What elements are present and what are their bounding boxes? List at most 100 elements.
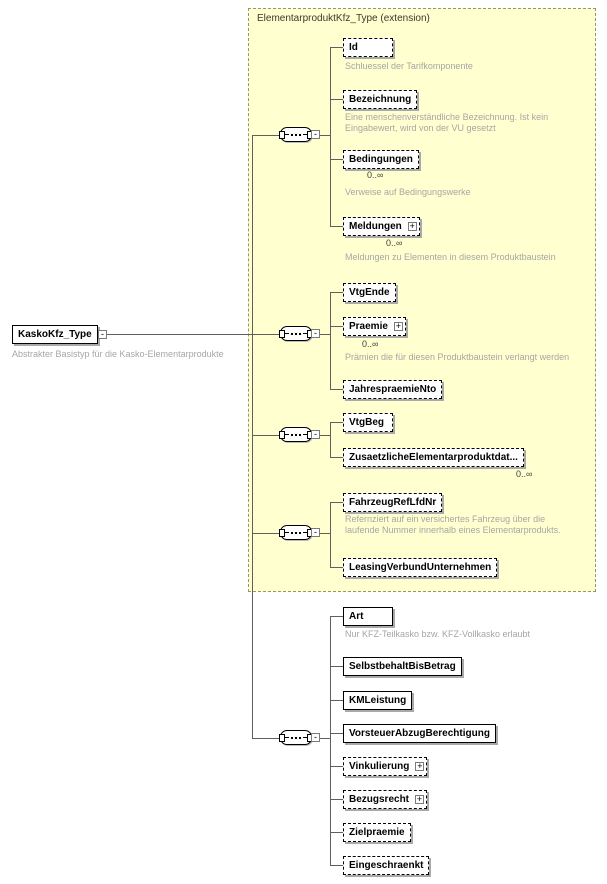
element-description: Verweise auf Bedingungswerke xyxy=(345,187,471,197)
element-zielpraemie[interactable]: Zielpraemie xyxy=(343,823,411,842)
element-id[interactable]: Id xyxy=(343,38,393,57)
expand-icon[interactable]: + xyxy=(393,321,403,331)
connector-line xyxy=(320,135,330,136)
collapse-icon[interactable]: - xyxy=(311,329,320,338)
element-bezeichnung[interactable]: Bezeichnung xyxy=(343,90,418,109)
extension-title: ElementarproduktKfz_Type (extension) xyxy=(257,13,430,24)
connector-line xyxy=(330,700,343,701)
connector-line xyxy=(330,567,343,568)
element-label: LeasingVerbundUnternehmen xyxy=(349,562,492,573)
collapse-icon[interactable]: - xyxy=(311,130,320,139)
element-label: VtgBeg xyxy=(349,417,384,428)
element-jahrespraemiento[interactable]: JahrespraemieNto xyxy=(343,380,443,399)
connector-line xyxy=(330,766,343,767)
connector-line xyxy=(252,738,280,739)
element-description: Meldungen zu Elementen in diesem Produkt… xyxy=(345,252,556,262)
connector-line xyxy=(107,334,280,335)
connector-line xyxy=(330,799,343,800)
connector-line xyxy=(330,326,343,327)
element-label: Bezeichnung xyxy=(349,94,412,105)
element-description: Eine menschenverständliche Bezeichnung. … xyxy=(345,112,549,133)
element-leasingverbundunternehmen[interactable]: LeasingVerbundUnternehmen xyxy=(343,558,498,577)
element-meldungen[interactable]: Meldungen + xyxy=(343,217,420,236)
connector-line xyxy=(330,616,343,617)
cardinality-label: 0..∞ xyxy=(386,238,403,248)
connector-line xyxy=(330,422,343,423)
element-fahrzeugreflfdnr[interactable]: FahrzeugRefLfdNr xyxy=(343,493,443,512)
connector-line xyxy=(320,533,330,534)
connector-line xyxy=(330,292,343,293)
element-description: Refernziert auf ein versichertes Fahrzeu… xyxy=(345,514,561,535)
expand-icon[interactable]: + xyxy=(407,221,417,231)
connector-line xyxy=(320,334,330,335)
element-selbstbehaltbisbetrag[interactable]: SelbstbehaltBisBetrag xyxy=(343,657,462,676)
connector-line xyxy=(330,47,343,48)
element-description: Schluessel der Tarifkomponente xyxy=(345,61,473,71)
element-label: Bezugsrecht xyxy=(349,794,410,805)
expand-icon[interactable]: + xyxy=(415,761,425,771)
root-description: Abstrakter Basistyp für die Kasko-Elemen… xyxy=(12,349,224,359)
element-art[interactable]: Art xyxy=(343,607,393,626)
cardinality-label: 0..∞ xyxy=(362,339,379,349)
element-praemie[interactable]: Praemie + xyxy=(343,317,406,336)
element-vinkulierung[interactable]: Vinkulierung + xyxy=(343,757,428,776)
collapse-icon[interactable]: - xyxy=(311,528,320,537)
sequence-compositor-icon[interactable] xyxy=(279,525,313,540)
element-label: SelbstbehaltBisBetrag xyxy=(349,661,456,672)
connector-line xyxy=(330,832,343,833)
connector-line xyxy=(252,135,280,136)
element-eingeschraenkt[interactable]: Eingeschraenkt xyxy=(343,856,430,875)
element-label: Id xyxy=(349,42,358,53)
connector-line xyxy=(330,865,343,866)
element-label: JahrespraemieNto xyxy=(349,384,437,395)
root-element-label: KaskoKfz_Type xyxy=(18,329,92,340)
element-label: Bedingungen xyxy=(349,154,413,165)
connector-line xyxy=(330,292,331,390)
connector-line xyxy=(252,533,280,534)
collapse-icon[interactable]: - xyxy=(311,430,320,439)
element-kmleistung[interactable]: KMLeistung xyxy=(343,691,413,710)
cardinality-label: 0..∞ xyxy=(516,469,533,479)
connector-line xyxy=(320,435,330,436)
element-label: VorsteuerAbzugBerechtigung xyxy=(349,728,490,739)
expand-icon[interactable]: + xyxy=(415,794,425,804)
sequence-compositor-icon[interactable] xyxy=(279,127,313,142)
connector-line xyxy=(330,99,343,100)
root-element[interactable]: KaskoKfz_Type xyxy=(12,325,98,344)
element-description: Prämien die für diesen Produktbaustein v… xyxy=(345,352,570,362)
element-label: Eingeschraenkt xyxy=(349,860,424,871)
connector-line xyxy=(330,457,343,458)
connector-line xyxy=(252,135,253,739)
element-label: KMLeistung xyxy=(349,695,407,706)
element-label: Praemie xyxy=(349,321,388,332)
sequence-compositor-icon[interactable] xyxy=(279,730,313,745)
sequence-compositor-icon[interactable] xyxy=(279,326,313,341)
connector-line xyxy=(330,616,331,866)
element-bezugsrecht[interactable]: Bezugsrecht + xyxy=(343,790,428,809)
element-label: Meldungen xyxy=(349,221,402,232)
connector-line xyxy=(330,159,343,160)
collapse-icon[interactable]: - xyxy=(311,733,320,742)
element-label: Zielpraemie xyxy=(349,827,405,838)
connector-line xyxy=(330,47,331,227)
connector-line xyxy=(330,502,343,503)
connector-line xyxy=(330,502,331,568)
connector-line xyxy=(330,422,331,458)
element-zusaetzlicheelementarproduktdaten[interactable]: ZusaetzlicheElementarproduktdat... xyxy=(343,448,524,467)
element-label: Art xyxy=(349,611,364,622)
element-vtgbeg[interactable]: VtgBeg xyxy=(343,413,393,432)
element-label: FahrzeugRefLfdNr xyxy=(349,497,437,508)
element-label: ZusaetzlicheElementarproduktdat... xyxy=(349,452,518,463)
element-label: VtgEnde xyxy=(349,287,390,298)
connector-line xyxy=(330,389,343,390)
connector-line xyxy=(330,733,343,734)
element-bedingungen[interactable]: Bedingungen xyxy=(343,150,419,169)
connector-line xyxy=(252,435,280,436)
element-vorsteuerabzugberechtigung[interactable]: VorsteuerAbzugBerechtigung xyxy=(343,724,496,743)
connector-line xyxy=(330,226,343,227)
sequence-compositor-icon[interactable] xyxy=(279,427,313,442)
cardinality-label: 0..∞ xyxy=(367,170,384,180)
collapse-icon[interactable]: - xyxy=(98,330,107,339)
element-vtgende[interactable]: VtgEnde xyxy=(343,283,396,302)
